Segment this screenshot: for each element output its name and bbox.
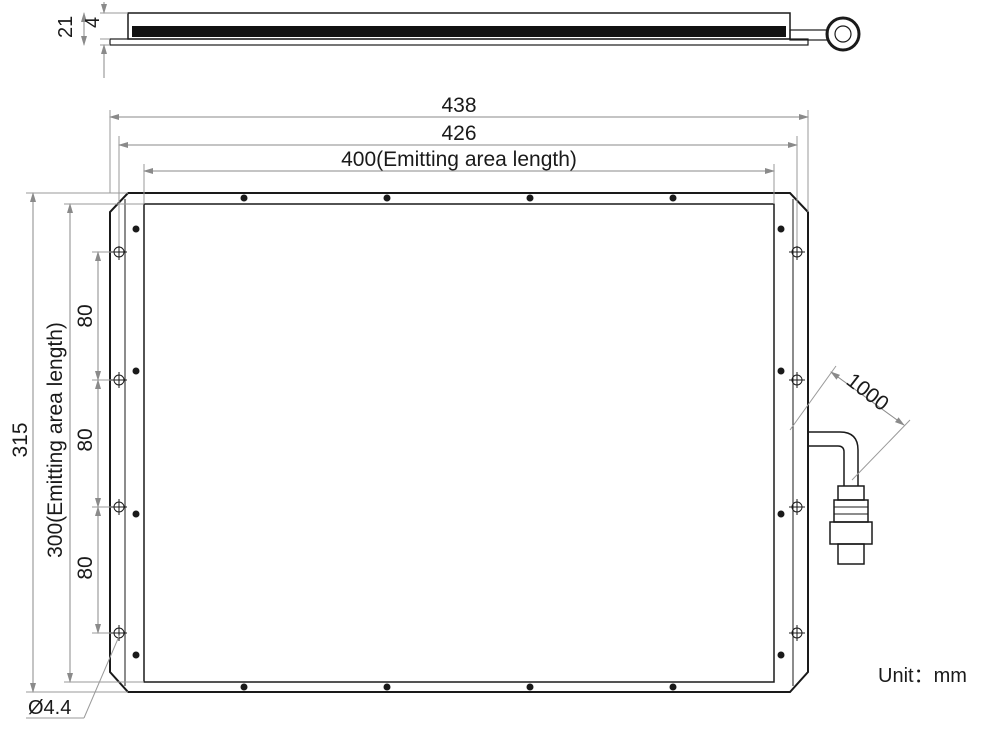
screw-row-top [240, 194, 677, 202]
screw-column-right [777, 225, 785, 659]
mounting-holes-left [111, 244, 127, 641]
dim-overall-width: 438 [441, 94, 476, 117]
dim-emitting-width: 400(Emitting area length) [341, 148, 577, 171]
dim-emitting-height: 300(Emitting area length) [44, 322, 67, 558]
side-view-connector-inner [834, 25, 852, 43]
side-view-connector-outer [825, 16, 861, 52]
dim-hole-diameter: Ø4.4 [28, 697, 71, 719]
dim-overall-height: 315 [9, 422, 32, 457]
screw-column-left [132, 225, 140, 659]
dim-total-height: 21 [55, 16, 77, 38]
dim-hole-pitch-3: 80 [74, 556, 97, 579]
dim-plate-thickness: 4 [82, 17, 104, 28]
dim-mount-width: 426 [441, 122, 476, 145]
top-view: 438 426 400(Emitting area length) 315 30… [9, 94, 911, 719]
emitting-area [143, 203, 775, 683]
cable [808, 431, 859, 486]
dim-hole-pitch-2: 80 [74, 428, 97, 451]
cable-assembly [808, 431, 873, 565]
side-view: 21 4 [55, 2, 861, 78]
screw-row-bottom [240, 683, 677, 691]
connector-body [837, 485, 865, 501]
unit-label: Unit：mm [878, 665, 967, 687]
dim-hole-pitch-1: 80 [74, 304, 97, 327]
side-view-base-plate [109, 38, 809, 46]
outer-frame [109, 192, 809, 693]
mounting-holes-right [789, 244, 805, 641]
dim-cable-length: 1000 [842, 369, 893, 416]
side-view-emitter-strip [132, 26, 786, 37]
